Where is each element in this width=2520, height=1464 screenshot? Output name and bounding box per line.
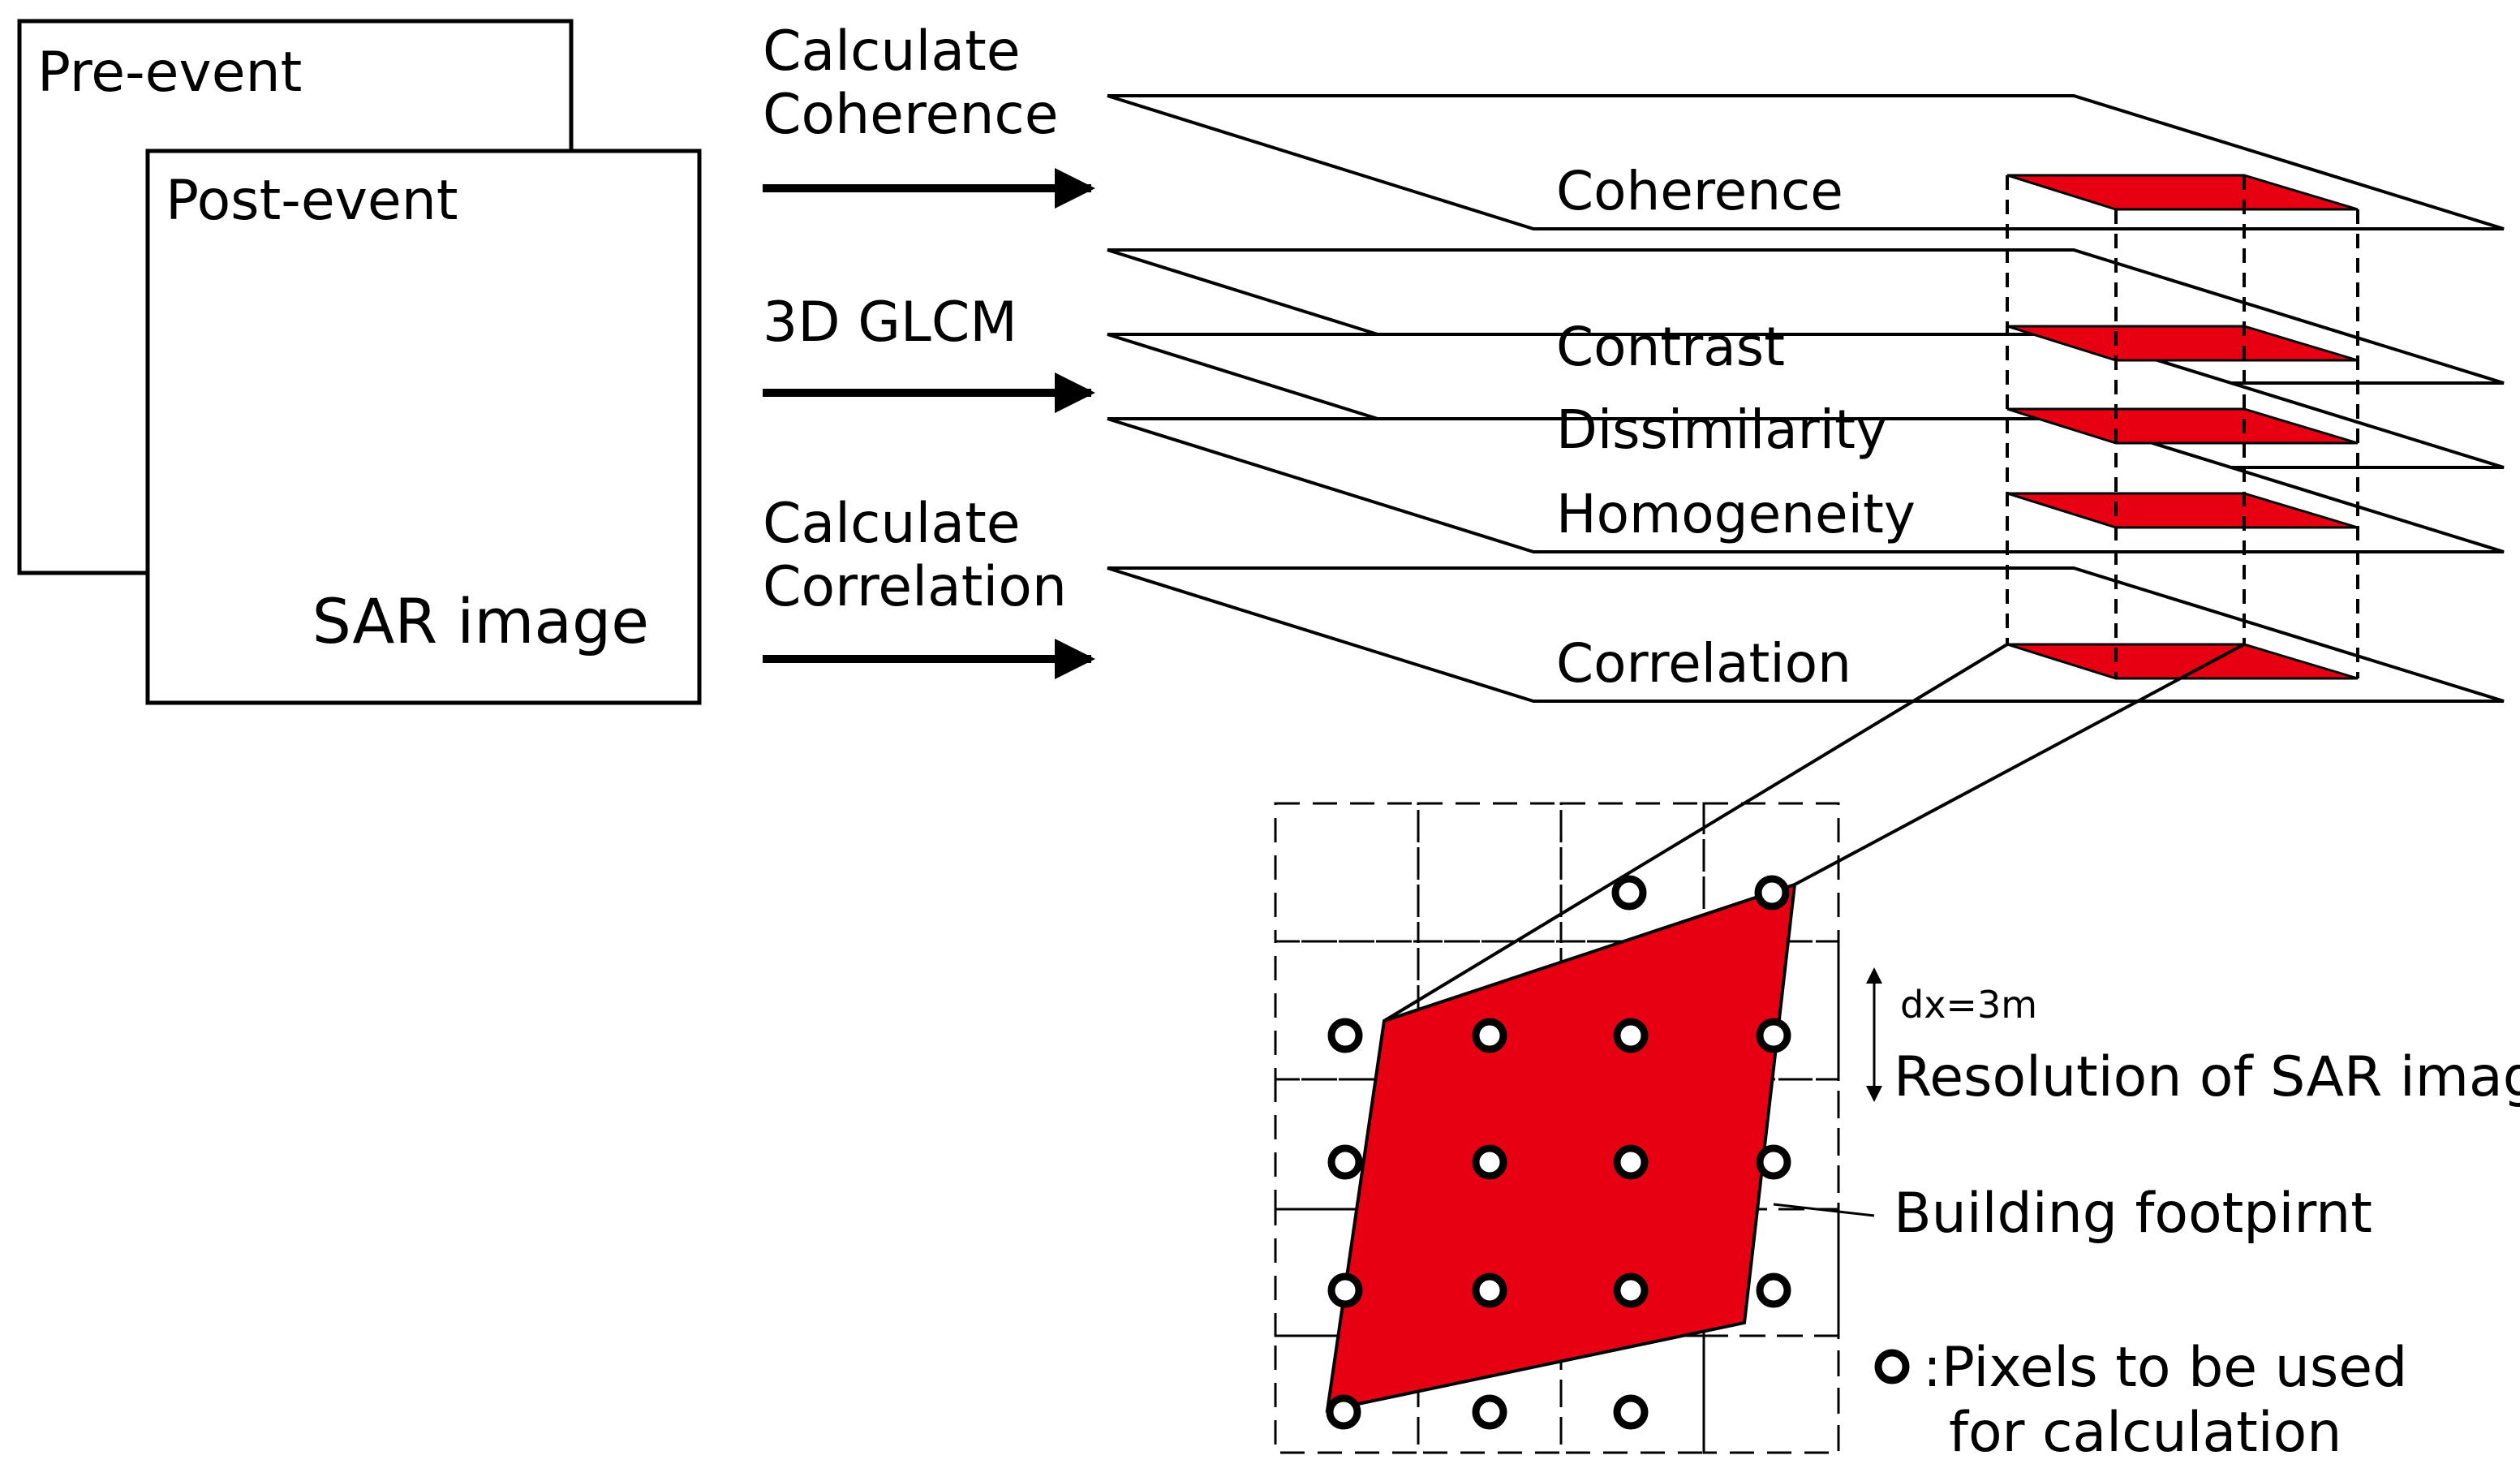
pixel-circle [1756,1018,1791,1053]
post-event-image [145,149,702,705]
step-glcm-label: 3D GLCM [763,291,1017,355]
layer-labels: Coherence Contrast Dissimilarity Homogen… [1556,160,1916,695]
pixel-circle [1613,1144,1649,1180]
pixel-circle [1611,875,1647,911]
pixel-circle [1613,1018,1649,1053]
processing-steps: Calculate Coherence 3D GLCM Calculate Co… [763,19,1095,679]
zoom-connectors [1383,643,2245,1023]
step-coherence-label-1: Calculate [763,19,1021,84]
pixel-circle [1472,1018,1507,1053]
legend-label-line2: for calculation [1949,1401,2342,1464]
pixel-circle [1756,1272,1791,1308]
layer-label-dissimilarity: Dissimilarity [1556,398,1887,461]
resolution-annotation: dx=3m Resolution of SAR image [1866,967,2520,1109]
step-correlation-label-2: Correlation [763,555,1067,619]
pixel-legend: :Pixels to be used for calculation [1874,1336,2407,1464]
step-correlation-label-1: Calculate [763,492,1021,556]
footprint-callout: Building footpirnt [1773,1182,2372,1246]
step-coherence-label-2: Coherence [763,83,1059,147]
layer-label-correlation: Correlation [1556,632,1851,695]
pixel-circle [1327,1018,1363,1053]
sar-image-label: SAR image [312,585,649,657]
legend-pixel-icon [1874,1349,1910,1384]
resolution-arrow-head-top [1866,967,1882,984]
pixel-circle [1472,1144,1507,1180]
resolution-label: Resolution of SAR image [1894,1045,2520,1109]
layer-alignment-lines [2006,175,2359,678]
layer-label-homogeneity: Homogeneity [1556,483,1916,545]
resolution-arrow-head-bottom [1866,1086,1882,1102]
post-event-label: Post-event [166,169,458,233]
pixel-circle [1327,1144,1363,1180]
resolution-dx-label: dx=3m [1900,983,2037,1027]
layer-label-coherence: Coherence [1556,160,1843,222]
calculation-pixels [1326,875,1791,1430]
pixel-circle [1326,1394,1361,1430]
pixel-circle [1327,1272,1363,1308]
pre-event-label: Pre-event [37,41,302,105]
sar-image-stack: Pre-event Post-event SAR image [17,19,702,705]
pixel-circle [1754,875,1790,911]
building-footprint [1325,882,1797,1413]
pixel-circle [1472,1394,1507,1430]
pixel-circle [1613,1272,1649,1308]
layer-label-contrast: Contrast [1556,316,1785,378]
legend-label-line1: :Pixels to be used [1923,1336,2407,1400]
footprint-label: Building footpirnt [1894,1182,2372,1246]
layer-footprints [2006,174,2359,680]
footprint-leader-line [1773,1203,1875,1217]
pixel-circle [1472,1272,1507,1308]
pixel-circle [1613,1394,1649,1430]
pixel-circle [1756,1144,1791,1180]
